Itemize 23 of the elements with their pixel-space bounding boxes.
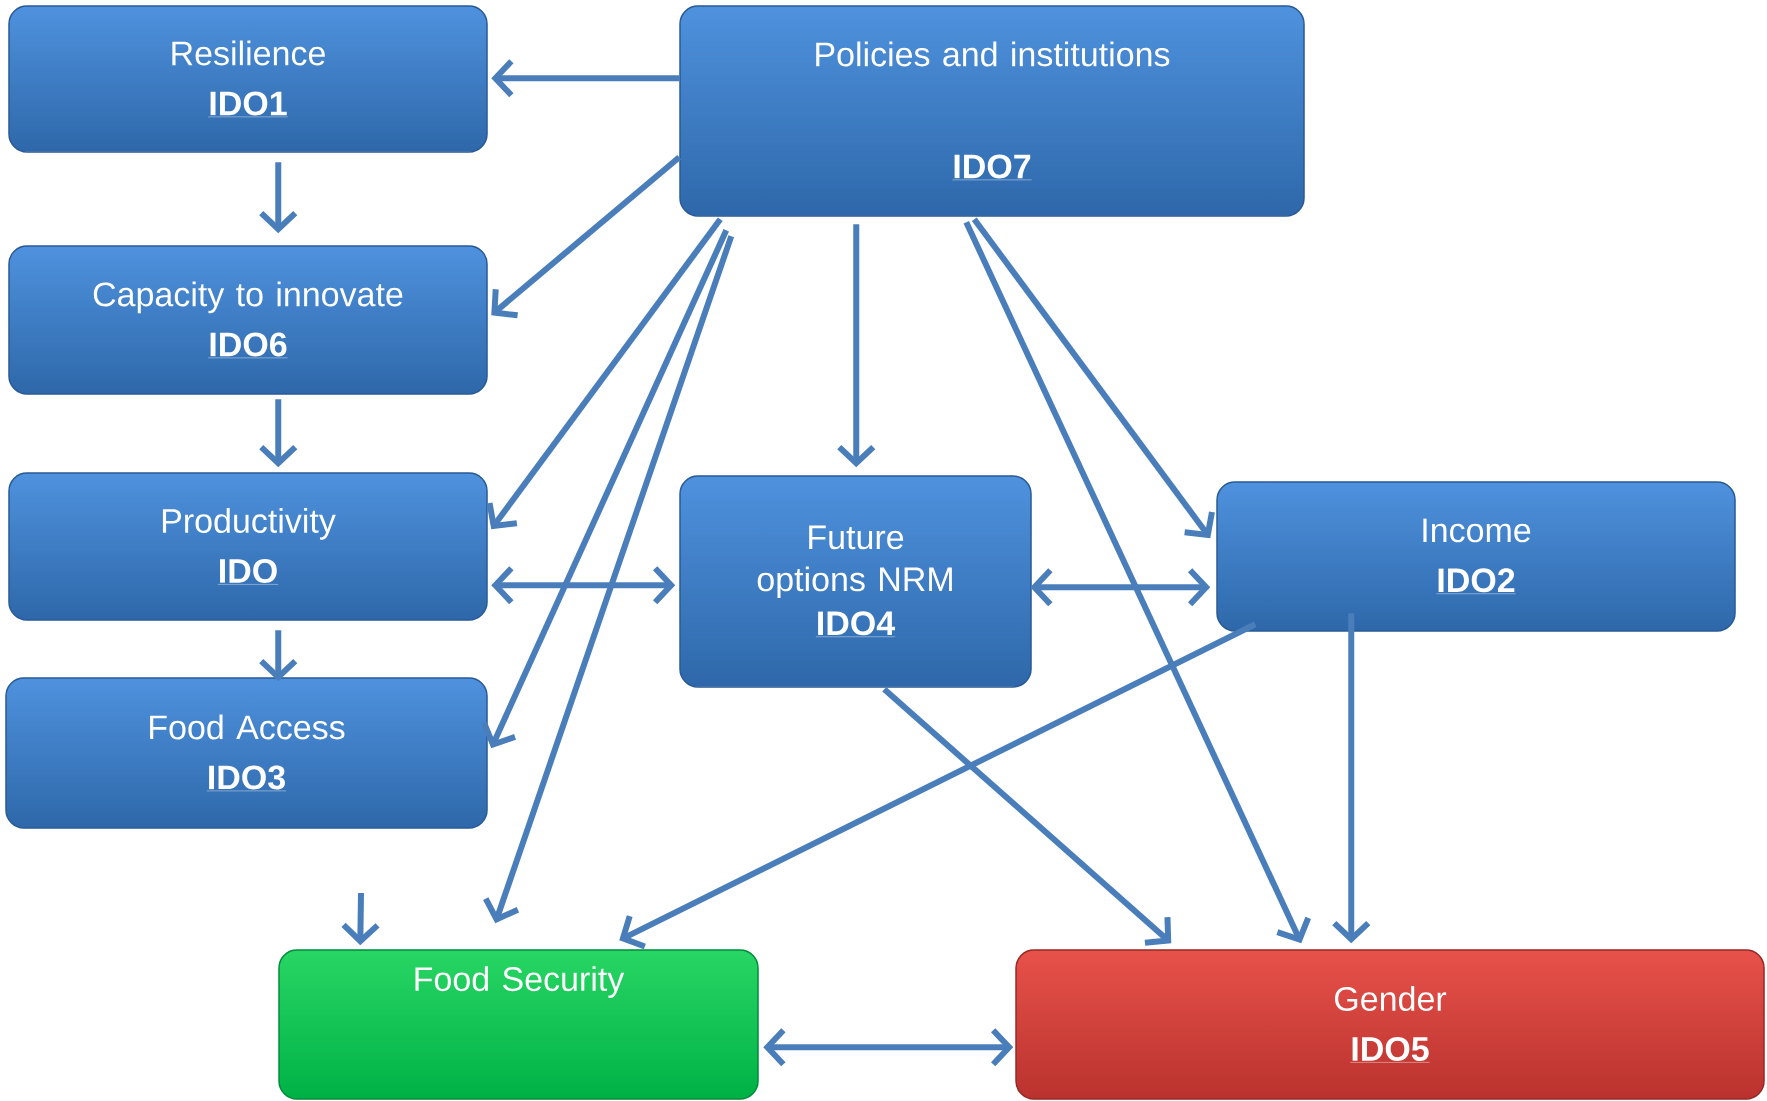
arrow	[1030, 568, 1211, 607]
arrow	[486, 217, 723, 530]
arrow	[491, 566, 676, 605]
arrow	[619, 621, 1257, 950]
outcome-box: Capacity to innovate IDO6	[8, 245, 488, 395]
arrow	[882, 687, 1172, 946]
outcome-box: Resilience IDO1	[8, 5, 488, 153]
arrow	[481, 229, 729, 749]
arrow	[763, 1028, 1014, 1067]
arrow	[491, 59, 680, 98]
outcome-box: Income IDO2	[1216, 481, 1736, 632]
outcome-box: Productivity IDO	[8, 472, 488, 621]
outcome-box: Food Access IDO3	[5, 677, 488, 829]
outcome-box: Gender IDO5	[1015, 949, 1765, 1100]
arrow	[963, 220, 1311, 944]
arrow	[971, 217, 1215, 539]
arrow	[483, 235, 735, 924]
arrow	[491, 154, 682, 319]
outcome-box: Food Security	[278, 949, 759, 1100]
arrow	[1332, 613, 1371, 944]
outcome-box: Future options NRM IDO4	[679, 475, 1032, 688]
outcome-box: Policies and institutions IDO7	[679, 5, 1305, 217]
arrow	[837, 224, 876, 468]
